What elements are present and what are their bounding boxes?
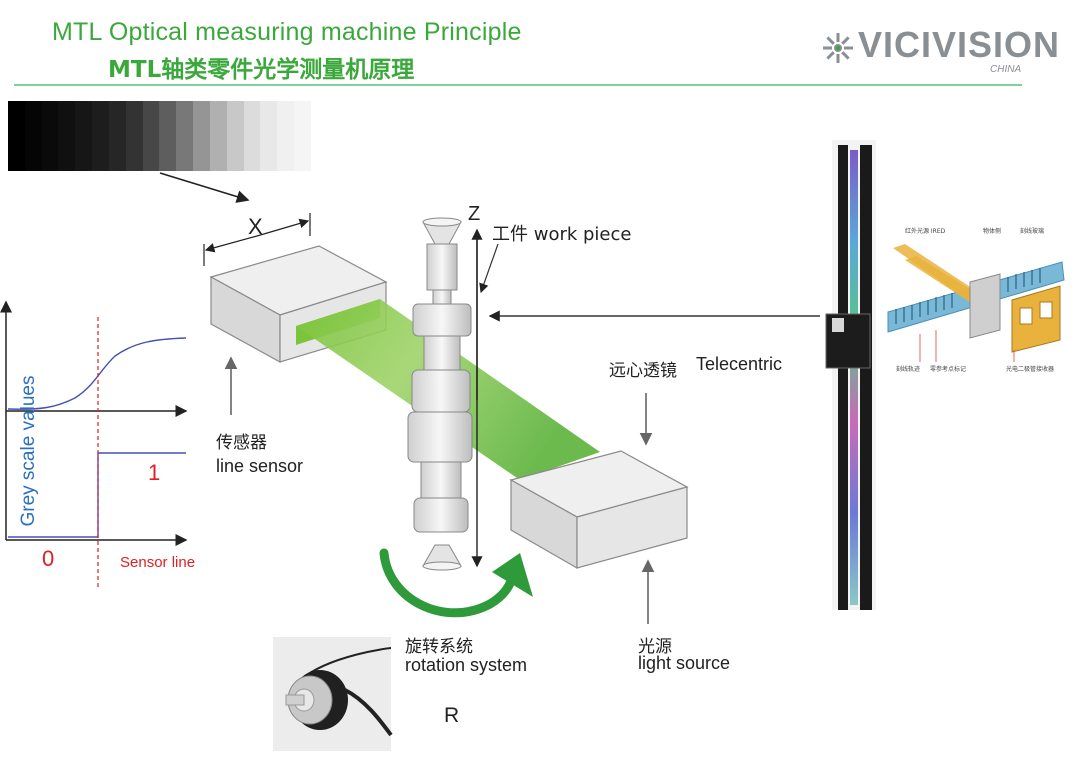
sensor-line-label: Sensor line [120,554,196,571]
grey-scale-axis-label: Grey scale values [18,375,39,527]
scale-tag-ired: 红外光源 IRED [905,228,946,235]
workpiece-pointer [479,243,499,294]
greyscale-graph [0,300,188,588]
telecentric-zh-label: 远心透镜 [609,361,677,381]
sensor-zh-label: 传感器 [216,433,267,453]
scale-tag-grating-glass: 刻线玻璃 [1020,228,1045,235]
star-burst-icon [823,33,853,63]
rotation-arrow-icon [379,548,517,618]
scale-head-illustration [887,244,1065,362]
slide-title-en: MTL Optical measuring machine Principle [52,18,522,46]
level-zero-label: 0 [42,546,55,571]
telecentric-en-label: Telecentric [696,354,783,374]
logo-subtitle: CHINA [990,64,1022,75]
work-piece-label: 工件 work piece [492,224,632,245]
title-divider [14,84,1022,86]
light-source-en-label: light source [638,653,731,673]
light-source-box [509,450,689,570]
greyscale-strip [8,101,311,171]
scale-tag-track: 刻线轨迹 [896,366,921,373]
rotation-zh-label: 旋转系统 [405,637,473,657]
rotation-arrow-head-icon [492,553,533,597]
vicivision-logo: VICIVISION CHINA [822,24,1059,78]
scale-tag-object-side: 物体侧 [983,228,1002,235]
strip-pointer-arrow [159,172,250,203]
scale-tag-photodiode: 光电二极管接收器 [1006,366,1055,373]
slide-title-zh: MTL轴类零件光学测量机原理 [108,57,415,83]
x-dim-arrow-a [204,235,258,253]
rotary-encoder-photo [273,637,393,751]
grey-response-curve [7,337,187,410]
x-dimension-label: X [248,214,263,239]
rotation-en-label: rotation system [405,655,528,675]
linear-scale-photo [825,140,876,610]
level-one-label: 1 [148,460,161,485]
scale-tag-reference: 零参考点标记 [930,366,967,373]
light-source-zh-label: 光源 [638,637,672,657]
logo-wordmark: VICIVISION [858,24,1061,65]
rotation-r-label: R [444,704,460,727]
sensor-en-label: line sensor [216,456,304,476]
work-piece-shaft [407,217,473,571]
x-dim-arrow-b [256,218,310,237]
z-axis-label: Z [468,203,481,225]
